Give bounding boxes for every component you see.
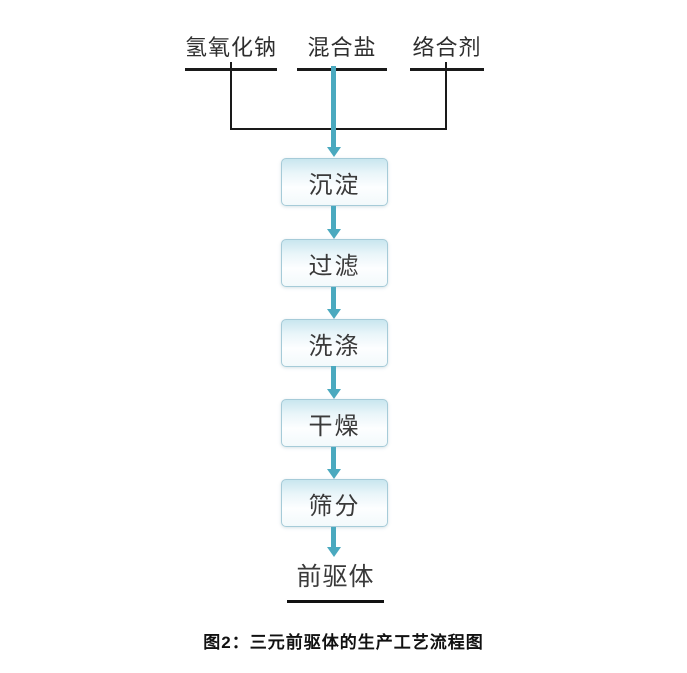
stage-box-filtration: 过滤 bbox=[281, 239, 388, 287]
output-label-precursor: 前驱体 bbox=[287, 557, 384, 603]
input-label-complexing-agent: 络合剂 bbox=[410, 30, 484, 71]
flow-arrow-4-icon bbox=[331, 447, 336, 469]
stage-box-washing: 洗涤 bbox=[281, 319, 388, 367]
output-arrow-icon bbox=[331, 527, 336, 547]
connector-left-vertical-line bbox=[230, 62, 232, 130]
stage-box-sieving: 筛分 bbox=[281, 479, 388, 527]
flow-arrow-3-icon bbox=[331, 366, 336, 389]
flow-arrow-1-icon bbox=[331, 206, 336, 229]
stage-box-drying: 干燥 bbox=[281, 399, 388, 447]
connector-right-vertical-line bbox=[445, 62, 447, 130]
flow-arrow-2-icon bbox=[331, 287, 336, 309]
input-label-mixed-salt: 混合盐 bbox=[297, 30, 387, 71]
feed-arrow-icon bbox=[331, 66, 336, 147]
stage-box-precipitation: 沉淀 bbox=[281, 158, 388, 206]
figure-caption: 图2：三元前驱体的生产工艺流程图 bbox=[203, 633, 484, 652]
connector-horizontal-line bbox=[230, 128, 447, 130]
